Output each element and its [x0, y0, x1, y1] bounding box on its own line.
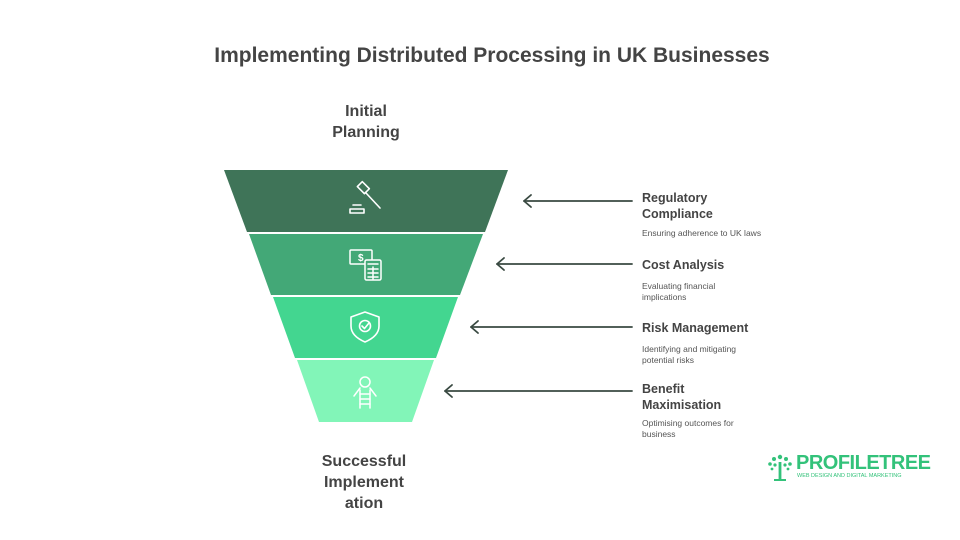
gavel-icon	[349, 180, 381, 214]
tree-icon	[768, 454, 792, 481]
stage-title-line: Cost Analysis	[642, 258, 725, 272]
stage-desc-benefit: Optimising outcomes for business	[642, 418, 777, 440]
logo-wordmark: PROFILETREE	[796, 452, 931, 474]
stage-desc-line: Ensuring adherence to UK laws	[642, 228, 762, 238]
profiletree-logo: PROFILETREE WEB DESIGN AND DIGITAL MARKE…	[766, 452, 931, 482]
arrow-risk	[470, 320, 633, 334]
stage-desc-line: implications	[642, 292, 687, 302]
stage-desc-line: business	[642, 429, 676, 439]
top-label-line: Initial	[345, 103, 387, 120]
bottom-label: Successful Implement ation	[314, 451, 414, 514]
stage-desc-line: Evaluating financial	[642, 281, 716, 291]
bottom-label-line: Implement	[323, 474, 404, 491]
stage-title-cost: Cost Analysis	[642, 257, 792, 273]
stage-desc-cost: Evaluating financial implications	[642, 281, 777, 303]
logo-tagline: WEB DESIGN AND DIGITAL MARKETING	[797, 473, 902, 479]
stage-desc-line: Optimising outcomes for	[642, 418, 734, 428]
funnel-stage-benefit	[297, 360, 434, 422]
stage-title-risk: Risk Management	[642, 320, 792, 336]
ladder-growth-icon	[353, 376, 377, 409]
stage-desc-risk: Identifying and mitigating potential ris…	[642, 344, 777, 366]
arrow-benefit	[444, 384, 633, 398]
bottom-label-line: ation	[344, 495, 384, 512]
funnel-stage-regulatory	[224, 170, 508, 232]
stage-title-line: Risk Management	[642, 321, 749, 335]
diagram-title: Implementing Distributed Processing in U…	[214, 44, 770, 67]
arrow-cost	[496, 257, 633, 271]
top-label: Initial Planning	[316, 101, 416, 143]
stage-title-regulatory: Regulatory Compliance	[642, 190, 792, 222]
bottom-label-line: Successful	[321, 453, 407, 470]
shield-check-icon	[350, 311, 380, 343]
money-calculator-icon: $	[349, 249, 382, 281]
stage-title-benefit: Benefit Maximisation	[642, 381, 792, 413]
top-label-line: Planning	[332, 124, 400, 141]
stage-desc-line: potential risks	[642, 355, 694, 365]
stage-title-line: Benefit	[642, 382, 685, 396]
stage-title-line: Regulatory	[642, 191, 708, 205]
stage-desc-line: Identifying and mitigating	[642, 344, 737, 354]
stage-title-line: Maximisation	[642, 398, 722, 412]
stage-desc-regulatory: Ensuring adherence to UK laws	[642, 228, 777, 239]
stage-title-line: Compliance	[642, 207, 713, 221]
arrow-regulatory	[523, 194, 633, 208]
svg-text:$: $	[358, 253, 364, 264]
